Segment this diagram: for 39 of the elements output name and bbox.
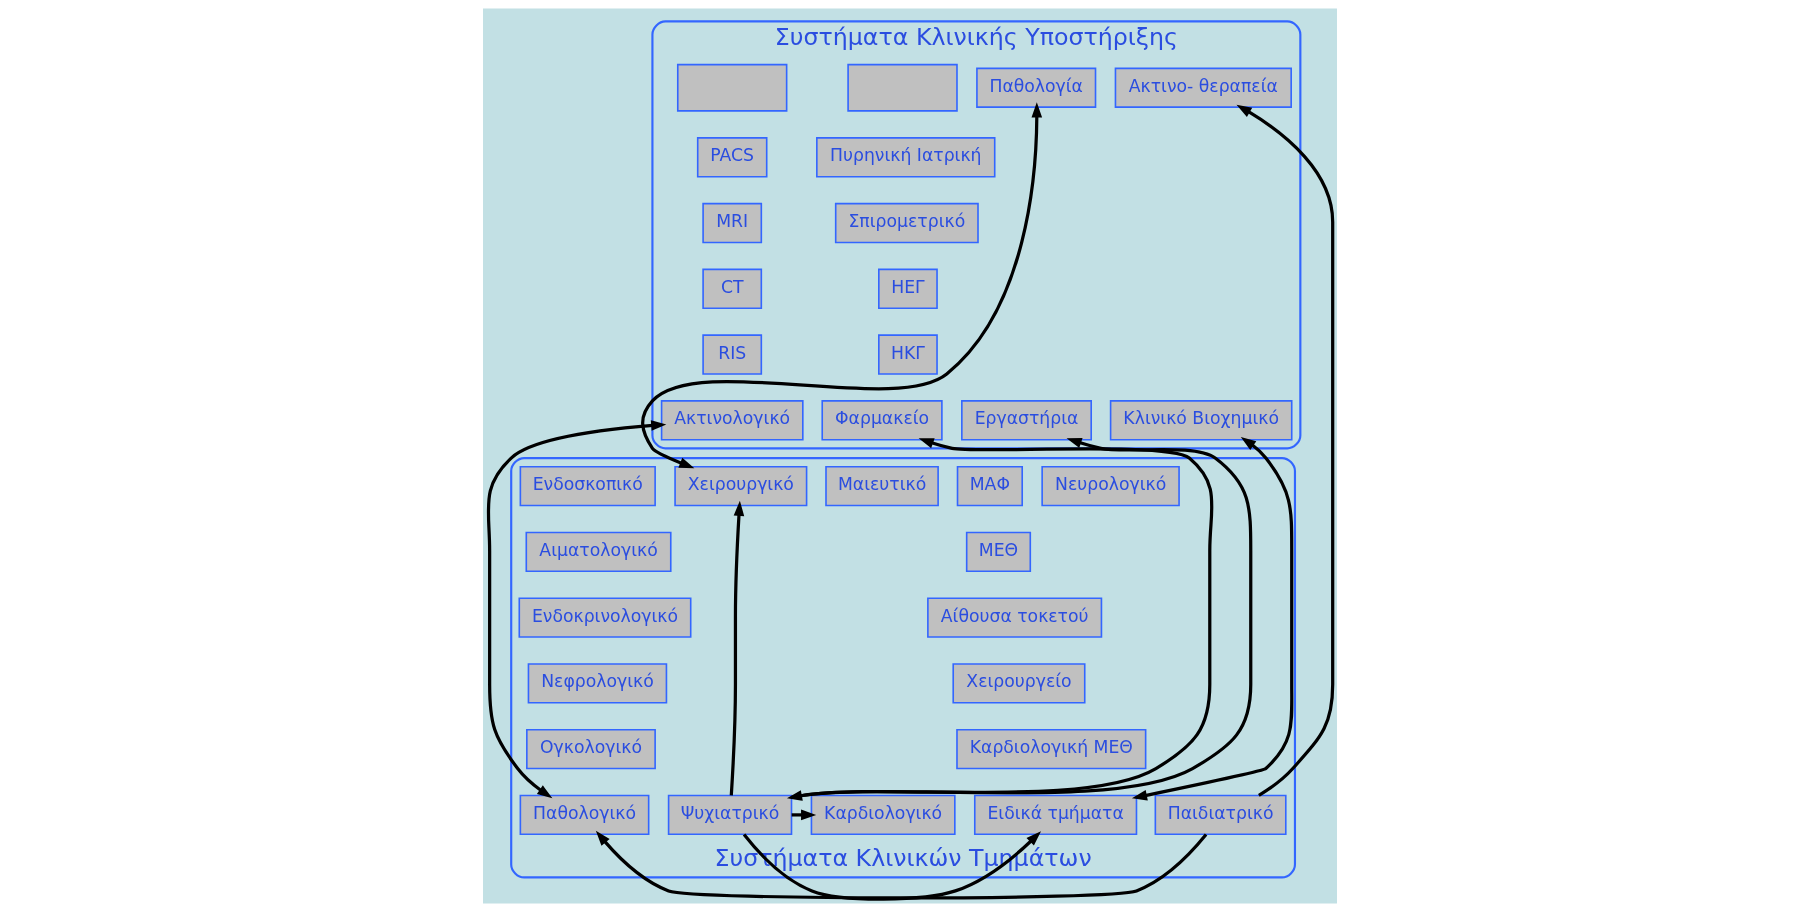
arrow bbox=[729, 500, 745, 796]
arrow bbox=[1236, 104, 1335, 797]
node-box: Μαιευτικό bbox=[825, 465, 939, 507]
node-box: Παθολογία bbox=[976, 67, 1097, 108]
node-box: Ακτινολογικό bbox=[660, 400, 804, 441]
node-box: ΗΕΓ bbox=[878, 268, 938, 309]
node-box: Ενδοσκοπικό bbox=[519, 465, 656, 507]
node-box: MRI bbox=[702, 202, 763, 244]
node-box: Αίθουσα τοκετού bbox=[927, 597, 1103, 638]
node-box: Νευρολογικό bbox=[1041, 465, 1180, 507]
node-box: Παιδιατρικό bbox=[1154, 794, 1287, 836]
arrow bbox=[791, 809, 817, 821]
node-box: Ψυχιατρικό bbox=[667, 794, 793, 836]
node-box: Ενδοκρινολογικό bbox=[518, 597, 692, 638]
node-box: CT bbox=[702, 268, 763, 309]
node-box: Παθολογικό bbox=[519, 794, 650, 836]
node-box: Χειρουργικό bbox=[674, 465, 808, 507]
node-box bbox=[676, 63, 788, 112]
arrow bbox=[1131, 437, 1294, 801]
node-box: ΜΑΦ bbox=[956, 465, 1023, 507]
node-box: Φαρμακείο bbox=[821, 400, 943, 441]
node-box: RIS bbox=[702, 334, 763, 375]
node-box: Αιματολογικό bbox=[525, 531, 672, 573]
arrow bbox=[641, 102, 1043, 469]
node-box: Κλινικό Βιοχημικό bbox=[1109, 400, 1293, 441]
node-box: Χειρουργείο bbox=[952, 663, 1086, 704]
node-box: Ογκολογικό bbox=[526, 728, 656, 770]
node-box: ΗΚΓ bbox=[878, 334, 938, 375]
node-box: Καρδιολογική ΜΕΘ bbox=[956, 728, 1147, 770]
node-box: Νεφρολογικό bbox=[527, 663, 668, 704]
node-box: Εργαστήρια bbox=[961, 400, 1092, 441]
node-box: Ακτινο- θεραπεία bbox=[1114, 67, 1292, 108]
node-box bbox=[847, 63, 958, 112]
node-box: PACS bbox=[696, 137, 768, 178]
node-box: ΜΕΘ bbox=[965, 531, 1032, 573]
node-box: Πυρηνική Ιατρική bbox=[816, 137, 996, 178]
node-box: Ειδικά τμήματα bbox=[973, 794, 1138, 836]
node-box: Σπιρομετρικό bbox=[834, 202, 979, 244]
node-box: Καρδιολογικό bbox=[810, 794, 956, 836]
